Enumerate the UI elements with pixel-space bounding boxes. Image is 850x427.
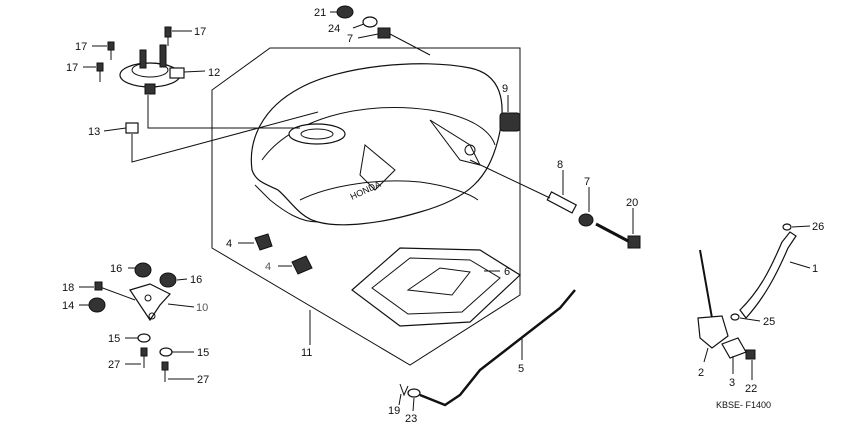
leader-7a xyxy=(389,33,431,56)
cap-21-icon xyxy=(336,5,354,19)
label-9: 9 xyxy=(502,83,508,95)
cushion-13-icon xyxy=(125,122,139,134)
label-2: 2 xyxy=(698,367,704,379)
label-7b: 7 xyxy=(584,176,590,188)
label-26: 26 xyxy=(812,221,824,233)
label-3: 3 xyxy=(729,377,735,389)
bolt-17a-icon xyxy=(164,26,172,46)
grommet-4b-icon xyxy=(291,255,313,275)
label-17a: 17 xyxy=(194,26,206,38)
rubber-16b-icon xyxy=(159,272,177,288)
label-19: 19 xyxy=(388,405,400,417)
bolt-20-icon xyxy=(595,222,641,249)
label-23: 23 xyxy=(405,413,417,425)
grommet-14-icon xyxy=(88,297,106,313)
label-14: 14 xyxy=(62,300,74,312)
grommet-9-icon xyxy=(499,112,521,132)
washer-24-icon xyxy=(362,16,378,28)
nut-7a-icon xyxy=(377,27,391,39)
cap-frame xyxy=(147,95,300,129)
collar-15b-icon xyxy=(159,347,173,357)
bracket-10 xyxy=(129,283,171,322)
packing-3-icon xyxy=(721,337,747,359)
bolt-27a-icon xyxy=(140,347,148,368)
label-20: 20 xyxy=(626,197,638,209)
bolt-27b-icon xyxy=(161,361,169,382)
prop-rod xyxy=(419,289,576,407)
label-21: 21 xyxy=(314,7,326,19)
tank-pad xyxy=(351,247,521,327)
bolt-22-icon xyxy=(745,349,756,360)
label-16b: 16 xyxy=(190,274,202,286)
clip-26-icon xyxy=(782,223,792,231)
fuel-valve-2 xyxy=(697,249,729,349)
collar-15a-icon xyxy=(137,333,151,343)
part-labels: 21 24 7 17 17 17 12 13 9 8 7 20 4 4 6 11… xyxy=(62,7,824,425)
label-24: 24 xyxy=(328,23,340,35)
label-7a: 7 xyxy=(347,33,353,45)
rubber-16a-icon xyxy=(134,262,152,278)
label-1: 1 xyxy=(812,263,818,275)
label-10: 10 xyxy=(196,302,208,314)
bolt-18-head xyxy=(94,281,103,291)
label-17c: 17 xyxy=(66,62,78,74)
label-4b: 4 xyxy=(265,261,271,273)
label-13: 13 xyxy=(88,126,100,138)
label-12: 12 xyxy=(208,67,220,79)
label-11: 11 xyxy=(301,347,312,359)
clip-25-icon xyxy=(730,313,740,321)
washer-23-icon xyxy=(407,388,421,398)
tank-group-frame xyxy=(211,47,521,366)
nut-7b-icon xyxy=(578,213,594,227)
collar-8-icon xyxy=(546,191,578,214)
diagram-code: KBSE- F1400 xyxy=(716,400,771,410)
leader-lines xyxy=(79,23,811,412)
label-17b: 17 xyxy=(75,41,87,53)
label-15b: 15 xyxy=(197,347,209,359)
label-15a: 15 xyxy=(108,333,120,345)
label-25: 25 xyxy=(763,316,775,328)
label-6: 6 xyxy=(504,266,510,278)
bolt-17b-icon xyxy=(107,41,115,60)
tank-bolt-line xyxy=(469,159,551,199)
clip-19-icon xyxy=(399,383,409,397)
label-27b: 27 xyxy=(197,374,209,386)
label-18: 18 xyxy=(62,282,74,294)
label-5: 5 xyxy=(518,363,524,375)
grommet-4a-icon xyxy=(254,233,273,251)
bolt-18-icon xyxy=(99,286,136,301)
fuel-cap xyxy=(119,44,185,95)
fuel-tank: HONDA xyxy=(250,63,503,226)
bolt-17c-icon xyxy=(96,62,104,82)
label-4a: 4 xyxy=(226,238,232,250)
label-27a: 27 xyxy=(108,359,120,371)
label-8: 8 xyxy=(557,159,563,171)
label-22: 22 xyxy=(745,383,757,395)
cushion-frame xyxy=(131,111,319,163)
label-16a: 16 xyxy=(110,263,122,275)
fuel-hose-1 xyxy=(739,231,797,319)
